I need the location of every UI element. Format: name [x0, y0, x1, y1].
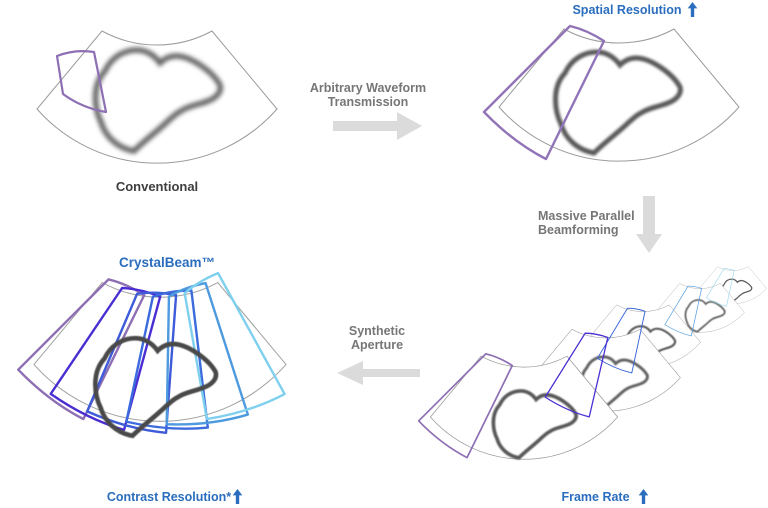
increase-arrow-icon [638, 489, 648, 504]
spatial-resolution-fan [482, 24, 740, 162]
conventional-label-text: Conventional [115, 179, 199, 194]
conventional-scan-fan [36, 30, 278, 164]
arbitrary-waveform-line2: Transmission [327, 95, 409, 109]
conventional-label: Conventional [57, 180, 257, 194]
spatial-resolution-label: Spatial Resolution [535, 2, 735, 17]
frame-rate-fan-stack [417, 266, 767, 460]
increase-arrow-icon [232, 489, 243, 504]
massive-parallel-line1: Massive Parallel [538, 209, 635, 223]
synthetic-aperture-label: Synthetic Aperture [318, 324, 436, 352]
increase-arrow-icon [687, 2, 697, 17]
synthetic-aperture-line2: Aperture [350, 338, 404, 352]
arbitrary-waveform-line1: Arbitrary Waveform [309, 81, 427, 95]
synthetic-aperture-line1: Synthetic [348, 324, 406, 338]
flow-arrow-left-icon [337, 361, 420, 385]
frame-rate-label: Frame Rate [515, 489, 695, 504]
crystalbeam-title: CrystalBeam™ [72, 256, 262, 270]
flow-arrow-down-icon [636, 196, 662, 253]
flow-arrow-right-icon [333, 112, 422, 140]
contrast-resolution-label: Contrast Resolution* [70, 489, 280, 504]
crystalbeam-title-text: CrystalBeam™ [118, 255, 216, 270]
massive-parallel-line2: Beamforming [538, 223, 619, 237]
frame-rate-text: Frame Rate [561, 490, 630, 504]
contrast-resolution-text: Contrast Resolution* [106, 490, 232, 504]
fan-outline [498, 28, 740, 162]
fan-outline [33, 282, 287, 422]
spatial-resolution-text: Spatial Resolution [572, 3, 682, 17]
crystalbeam-fan [17, 262, 321, 465]
arbitrary-waveform-label: Arbitrary Waveform Transmission [298, 81, 438, 109]
massive-parallel-label: Massive Parallel Beamforming [538, 209, 658, 237]
